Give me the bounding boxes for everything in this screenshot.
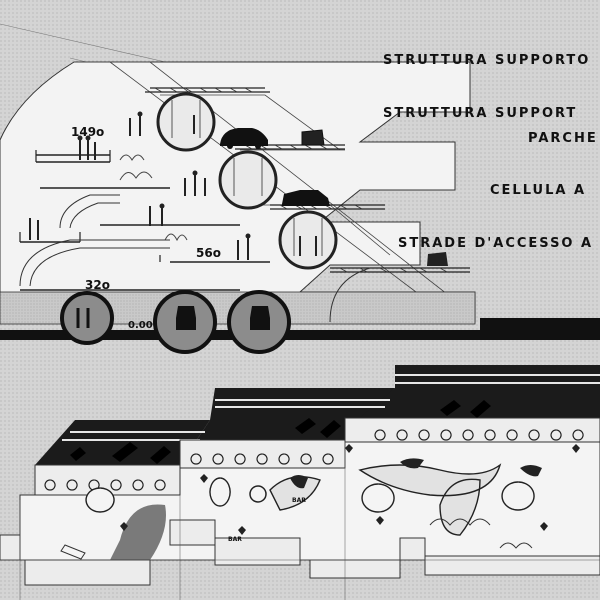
car-3 (282, 190, 330, 206)
people-heads (85, 135, 91, 141)
floor-brackets (19, 150, 161, 262)
roof-cars (70, 400, 491, 464)
level-56: 56o (196, 246, 221, 260)
capsule-1 (156, 92, 216, 152)
plan-drawing (0, 365, 600, 600)
label-parche: PARCHE (528, 131, 598, 146)
level-000: 0.00 (128, 320, 153, 331)
bar-tag-1: BAR (292, 497, 306, 504)
capsule-interiors (171, 100, 323, 256)
people-heads (192, 170, 198, 176)
people (29, 115, 317, 260)
roof-band-3 (345, 365, 600, 430)
bar-tag-2: BAR (228, 536, 242, 543)
label-struttura-supporto: STRUTTURA SUPPORTO (383, 53, 591, 68)
level-32: 32o (85, 278, 110, 292)
car-1-wheel (255, 143, 261, 149)
car-1 (220, 128, 268, 146)
floor-blobs (110, 504, 166, 560)
object-sketch (60, 544, 86, 560)
plan-texture (429, 518, 533, 549)
car-1-wheel (227, 143, 233, 149)
people-heads (77, 135, 83, 141)
tunnel-people (76, 308, 90, 328)
ground-slab (0, 318, 600, 340)
car-2 (301, 129, 325, 146)
label-struttura-support: STRUTTURA SUPPORT (383, 106, 578, 121)
level-149: 149o (71, 125, 105, 139)
capsule-2 (218, 150, 278, 210)
construction-lines (0, 442, 600, 600)
capsule-3 (278, 210, 338, 270)
tunnel-cars (176, 306, 270, 330)
people-heads (137, 111, 143, 117)
section-drawing (0, 23, 600, 354)
label-strade-accesso: STRADE D'ACCESSO A (398, 236, 594, 251)
people-heads (245, 233, 251, 239)
plan-circle (249, 485, 267, 503)
truss-diagonals (154, 87, 448, 273)
plan-dark-shapes (290, 458, 542, 489)
roof-stripes (62, 374, 600, 441)
label-cellula: CELLULA A (490, 183, 587, 198)
plan-ovals (85, 477, 535, 513)
car-4 (427, 252, 448, 266)
people-heads (159, 203, 165, 209)
ramp-curve (19, 194, 170, 287)
floor-slabs (20, 154, 270, 291)
base-curve (329, 267, 371, 323)
